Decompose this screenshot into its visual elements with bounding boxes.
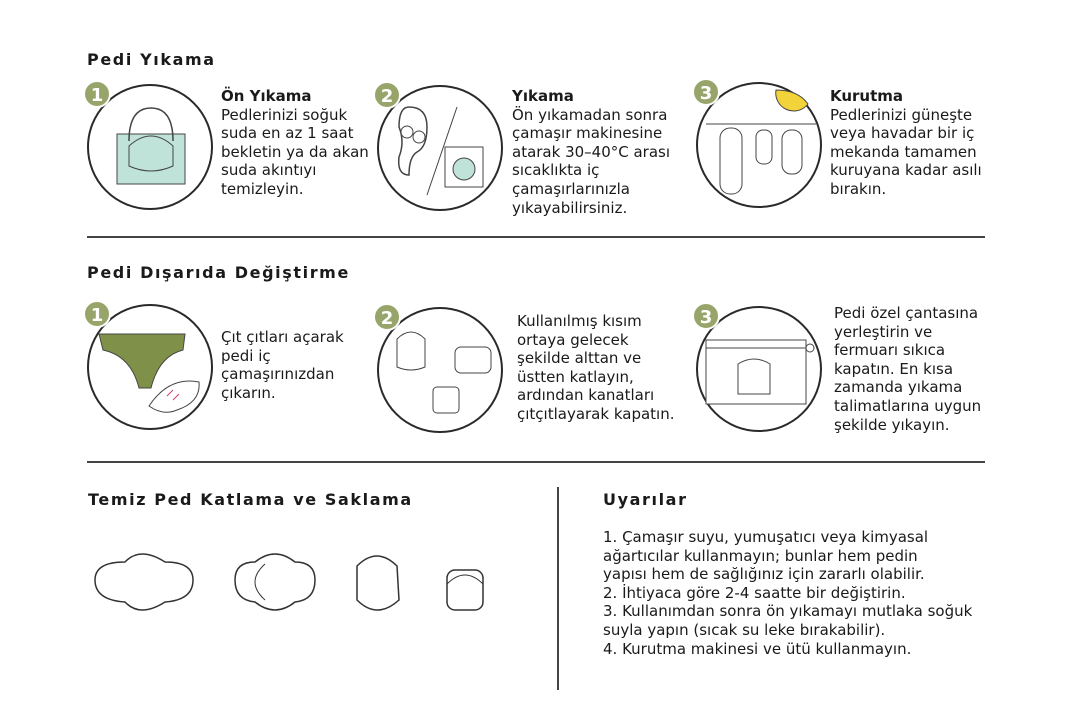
section-title-changing: Pedi Dışarıda Değiştirme — [87, 263, 350, 282]
divider — [87, 236, 985, 238]
step-title: Yıkama — [512, 87, 574, 105]
underwear-icon — [98, 333, 200, 413]
divider — [87, 461, 985, 463]
step-store: Pedi özel çantasına yerleştirin ve fermu… — [834, 304, 982, 434]
step-remove: Çıt çıtları açarak pedi iç çamaşırınızda… — [221, 328, 344, 402]
step-text: Pedlerinizi güneşte veya havadar bir iç … — [830, 105, 982, 198]
section-title-washing: Pedi Yıkama — [87, 50, 216, 69]
drying-illustration: 3 — [692, 78, 822, 208]
step-text: Ön yıkamadan sonra çamaşır makinesine at… — [512, 105, 671, 217]
folded-pad-icon — [396, 331, 492, 414]
folding-steps-icon — [94, 553, 484, 611]
section-title-warnings: Uyarılar — [603, 490, 688, 509]
basin-icon — [116, 107, 186, 185]
prewash-illustration: 1 — [83, 80, 213, 210]
fold-used-illustration: 2 — [373, 303, 503, 433]
sun-drying-icon — [706, 89, 816, 195]
step-badge: 3 — [692, 302, 720, 330]
pouch-icon — [705, 339, 815, 405]
warnings-list: 1. Çamaşır suyu, yumuşatıcı veya kimyasa… — [603, 528, 973, 658]
washing-machine-icon — [397, 106, 484, 196]
wash-illustration: 2 — [373, 81, 503, 211]
step-title: Kurutma — [830, 87, 904, 105]
step-badge: 1 — [83, 300, 111, 328]
step-badge: 3 — [692, 78, 720, 106]
vertical-divider — [557, 487, 559, 690]
step-title: Ön Yıkama — [221, 87, 312, 105]
step-badge: 2 — [373, 81, 401, 109]
step-badge: 2 — [373, 303, 401, 331]
step-fold: Kullanılmış kısım ortaya gelecek şekilde… — [517, 312, 675, 423]
remove-pad-illustration: 1 — [83, 300, 213, 430]
bag-illustration: 3 — [692, 302, 822, 432]
section-title-folding: Temiz Ped Katlama ve Saklama — [88, 490, 413, 509]
step-badge: 1 — [83, 80, 111, 108]
step-text: Pedlerinizi soğuk suda en az 1 saat bekl… — [221, 105, 369, 198]
